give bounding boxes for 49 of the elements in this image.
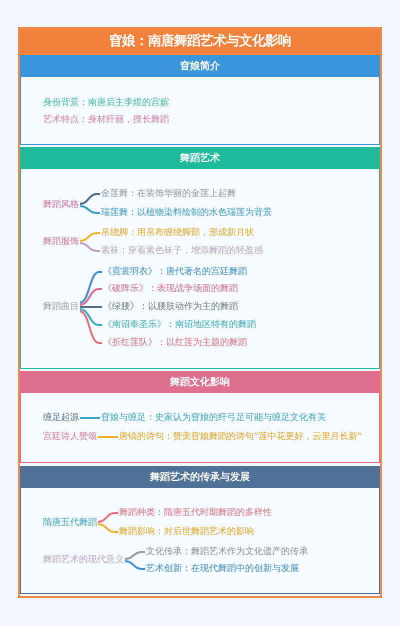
topic-text: 宫廷诗人赞颂	[43, 431, 97, 443]
branch-line	[80, 306, 102, 308]
section-panel	[20, 371, 380, 463]
branch-line	[80, 310, 102, 344]
subtopic-text: 窅娘与缠足：史家认为窅娘的纤弓足可能与缠足文化有关	[101, 412, 326, 424]
diagram-frame	[18, 27, 382, 598]
subtopic-text: 《折红莲队》：以红莲为主题的舞蹈	[103, 337, 247, 349]
branch-line	[80, 205, 100, 214]
topic-text: 缠足起源	[43, 412, 79, 424]
section-header: 舞蹈艺术的传承与发展	[21, 467, 379, 488]
subtopic-text: 帛绕脚：用帛布缠绕脚部，形成新月状	[101, 227, 254, 239]
topic-text: 舞蹈风格	[43, 199, 79, 211]
topic-text: 隋唐五代舞蹈	[43, 517, 97, 529]
section-header: 窅娘简介	[21, 56, 379, 77]
subtopic-text: 金莲舞：在装饰华丽的金莲上起舞	[101, 188, 236, 200]
branch-line	[98, 512, 118, 523]
branch-line	[80, 308, 102, 326]
branch-line	[80, 232, 100, 242]
branch-line	[98, 523, 118, 533]
topic-text: 舞蹈曲目	[43, 301, 79, 313]
subtopic-text: 唐镐的诗句：赞美窅娘舞蹈的诗句“莲中花更好，云里月长新”	[119, 431, 362, 443]
branch-line	[80, 288, 102, 306]
subtopic-text: 《南诏奉圣乐》：南诏地区特有的舞蹈	[103, 319, 256, 331]
section-header: 舞蹈文化影响	[21, 372, 379, 393]
branch-line	[80, 417, 100, 419]
subtopic-text: 艺术创新：在现代舞蹈中的创新与发展	[146, 563, 299, 575]
subtopic-text: 素袜：穿着素色袜子，增添舞蹈的轻盈感	[101, 245, 263, 257]
topic-text: 舞蹈艺术的现代意义	[43, 554, 124, 566]
subtopic-text: 文化传承：舞蹈艺术作为文化遗产的传承	[146, 546, 308, 558]
subtopic-text: 《霓裳羽衣》：唐代著名的宫廷舞蹈	[103, 266, 247, 278]
info-text: 身份背景：南唐后主李煜的宫嫔	[43, 96, 169, 108]
subtopic-text: 瑞莲舞：以植物染料绘制的水色瑞莲为背景	[101, 207, 272, 219]
branch-line	[124, 560, 145, 570]
section-panel	[20, 55, 380, 145]
branch-line	[124, 551, 145, 560]
info-text: 艺术特点：身材纤丽，擅长舞蹈	[43, 114, 169, 126]
topic-text: 舞蹈服饰	[43, 236, 79, 248]
subtopic-text: 《绿腰》：以腰肢动作为主的舞蹈	[103, 301, 238, 313]
branch-line	[80, 193, 100, 205]
subtopic-text: 舞蹈影响：对后世舞蹈艺术的影响	[119, 526, 254, 538]
subtopic-text: 舞蹈种类：隋唐五代时期舞蹈的多样性	[119, 507, 272, 519]
branch-line	[80, 271, 102, 304]
title-bar: 窅娘：南唐舞蹈艺术与文化影响	[20, 29, 380, 55]
section-panel	[20, 466, 380, 594]
section-header: 舞蹈艺术	[21, 148, 379, 169]
subtopic-text: 《破阵乐》：表现战争场面的舞蹈	[103, 283, 238, 295]
branch-line	[80, 242, 100, 252]
section-panel	[20, 147, 380, 369]
branch-line	[98, 436, 118, 438]
